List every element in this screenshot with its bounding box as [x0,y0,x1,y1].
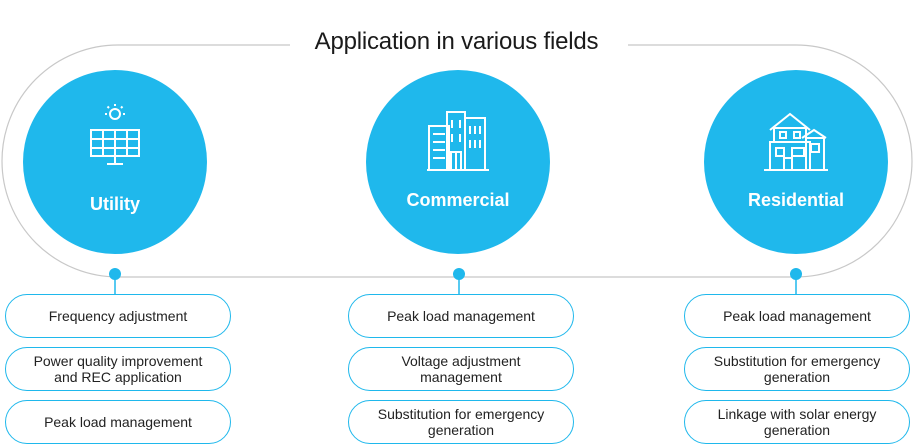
utility-label: Utility [89,194,140,214]
solar-panel-icon [85,104,145,173]
utility-item: Power quality improvement and REC applic… [5,347,231,391]
residential-item: Linkage with solar energy generation [684,400,910,444]
residential-item: Peak load management [684,294,910,338]
commercial-item: Voltage adjustment management [348,347,574,391]
buildings-icon [427,108,489,177]
commercial-item: Peak load management [348,294,574,338]
residential-label: Residential [747,190,845,210]
commercial-connector-dot [453,268,465,280]
residential-item: Substitution for emergency generation [684,347,910,391]
page-title: Application in various fields [0,28,913,56]
commercial-circle: Commercial [366,70,550,254]
house-icon [764,110,828,177]
residential-circle: Residential [704,70,888,254]
utility-item: Peak load management [5,400,231,444]
utility-item: Frequency adjustment [5,294,231,338]
commercial-item: Substitution for emergency generation [348,400,574,444]
utility-circle: Utility [23,70,207,254]
commercial-label: Commercial [406,190,510,210]
residential-connector-dot [790,268,802,280]
utility-connector-dot [109,268,121,280]
